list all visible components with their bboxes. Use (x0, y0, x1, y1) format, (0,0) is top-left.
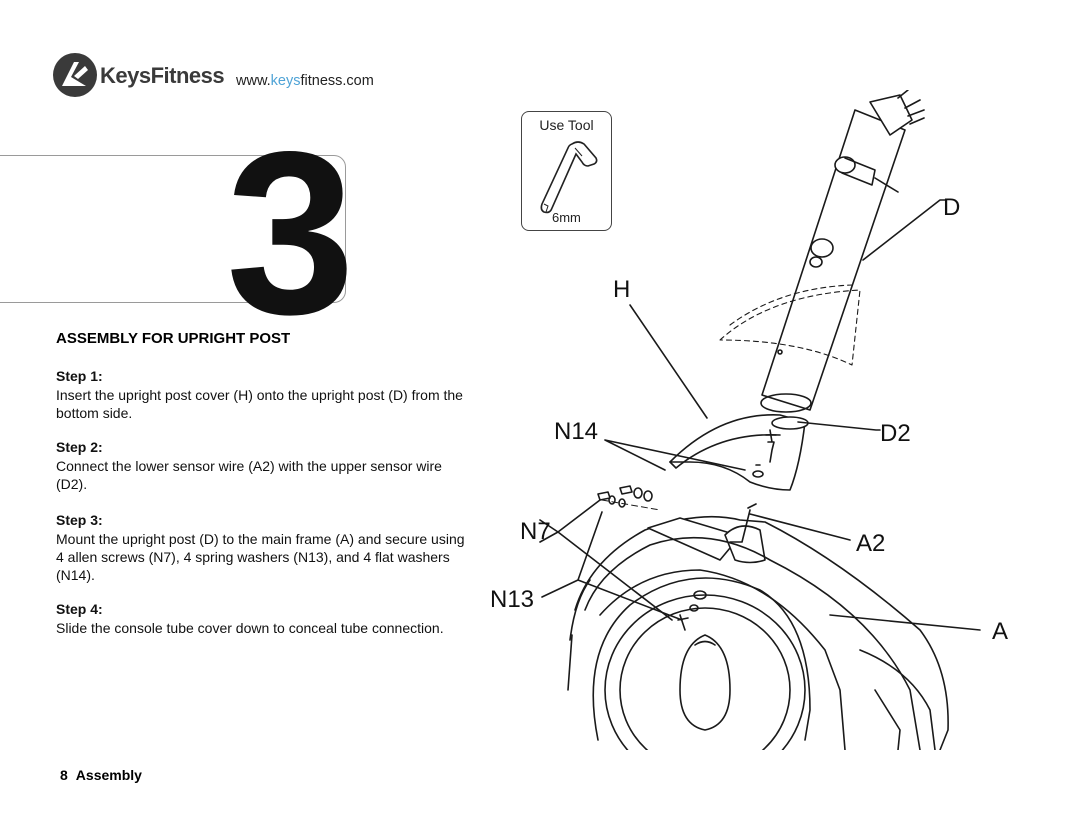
step-label: Step 3: (56, 512, 103, 528)
callout-D2: D2 (880, 420, 911, 447)
step-4: Step 4: Slide the console tube cover dow… (56, 600, 466, 637)
step-text: Insert the upright post cover (H) onto t… (56, 387, 463, 421)
step-label: Step 1: (56, 368, 103, 384)
callout-N13: N13 (490, 586, 535, 613)
url-highlight: keys (270, 73, 301, 89)
step-text: Slide the console tube cover down to con… (56, 620, 444, 636)
step-number-frame (0, 155, 346, 303)
step-text: Connect the lower sensor wire (A2) with … (56, 458, 442, 492)
allen-wrench-icon (540, 141, 598, 214)
website-url[interactable]: www.keysfitness.com (236, 73, 374, 89)
tool-size: 6mm (552, 210, 581, 225)
callout-D: D (943, 194, 961, 221)
tool-title: Use Tool (539, 117, 594, 133)
step-3: Step 3: Mount the upright post (D) to th… (56, 511, 466, 584)
keysfitness-logo-icon (53, 53, 97, 97)
callout-A2: A2 (856, 530, 886, 557)
callout-H: H (613, 276, 631, 303)
step-number: 3 (226, 104, 355, 363)
step-label: Step 4: (56, 601, 103, 617)
callout-A: A (992, 618, 1009, 645)
brand-name: KeysFitness (100, 63, 225, 88)
url-prefix: www. (236, 73, 271, 89)
footer-section: Assembly (75, 767, 142, 783)
url-suffix: fitness.com (300, 73, 374, 89)
tool-requirement-box: Use Tool 6mm (521, 111, 612, 231)
assembly-diagram: D H N14 D2 N7 A2 N13 A (480, 89, 1040, 786)
callout-N14: N14 (554, 418, 599, 445)
step-text: Mount the upright post (D) to the main f… (56, 531, 465, 583)
callout-N7: N7 (520, 518, 551, 545)
page-number: 8 (60, 767, 68, 783)
section-title: ASSEMBLY FOR UPRIGHT POST (56, 330, 291, 347)
page-footer: 8 Assembly (60, 767, 142, 783)
step-label: Step 2: (56, 439, 103, 455)
exploded-view-drawing (539, 89, 981, 786)
step-2: Step 2: Connect the lower sensor wire (A… (56, 438, 466, 493)
step-1: Step 1: Insert the upright post cover (H… (56, 367, 466, 422)
